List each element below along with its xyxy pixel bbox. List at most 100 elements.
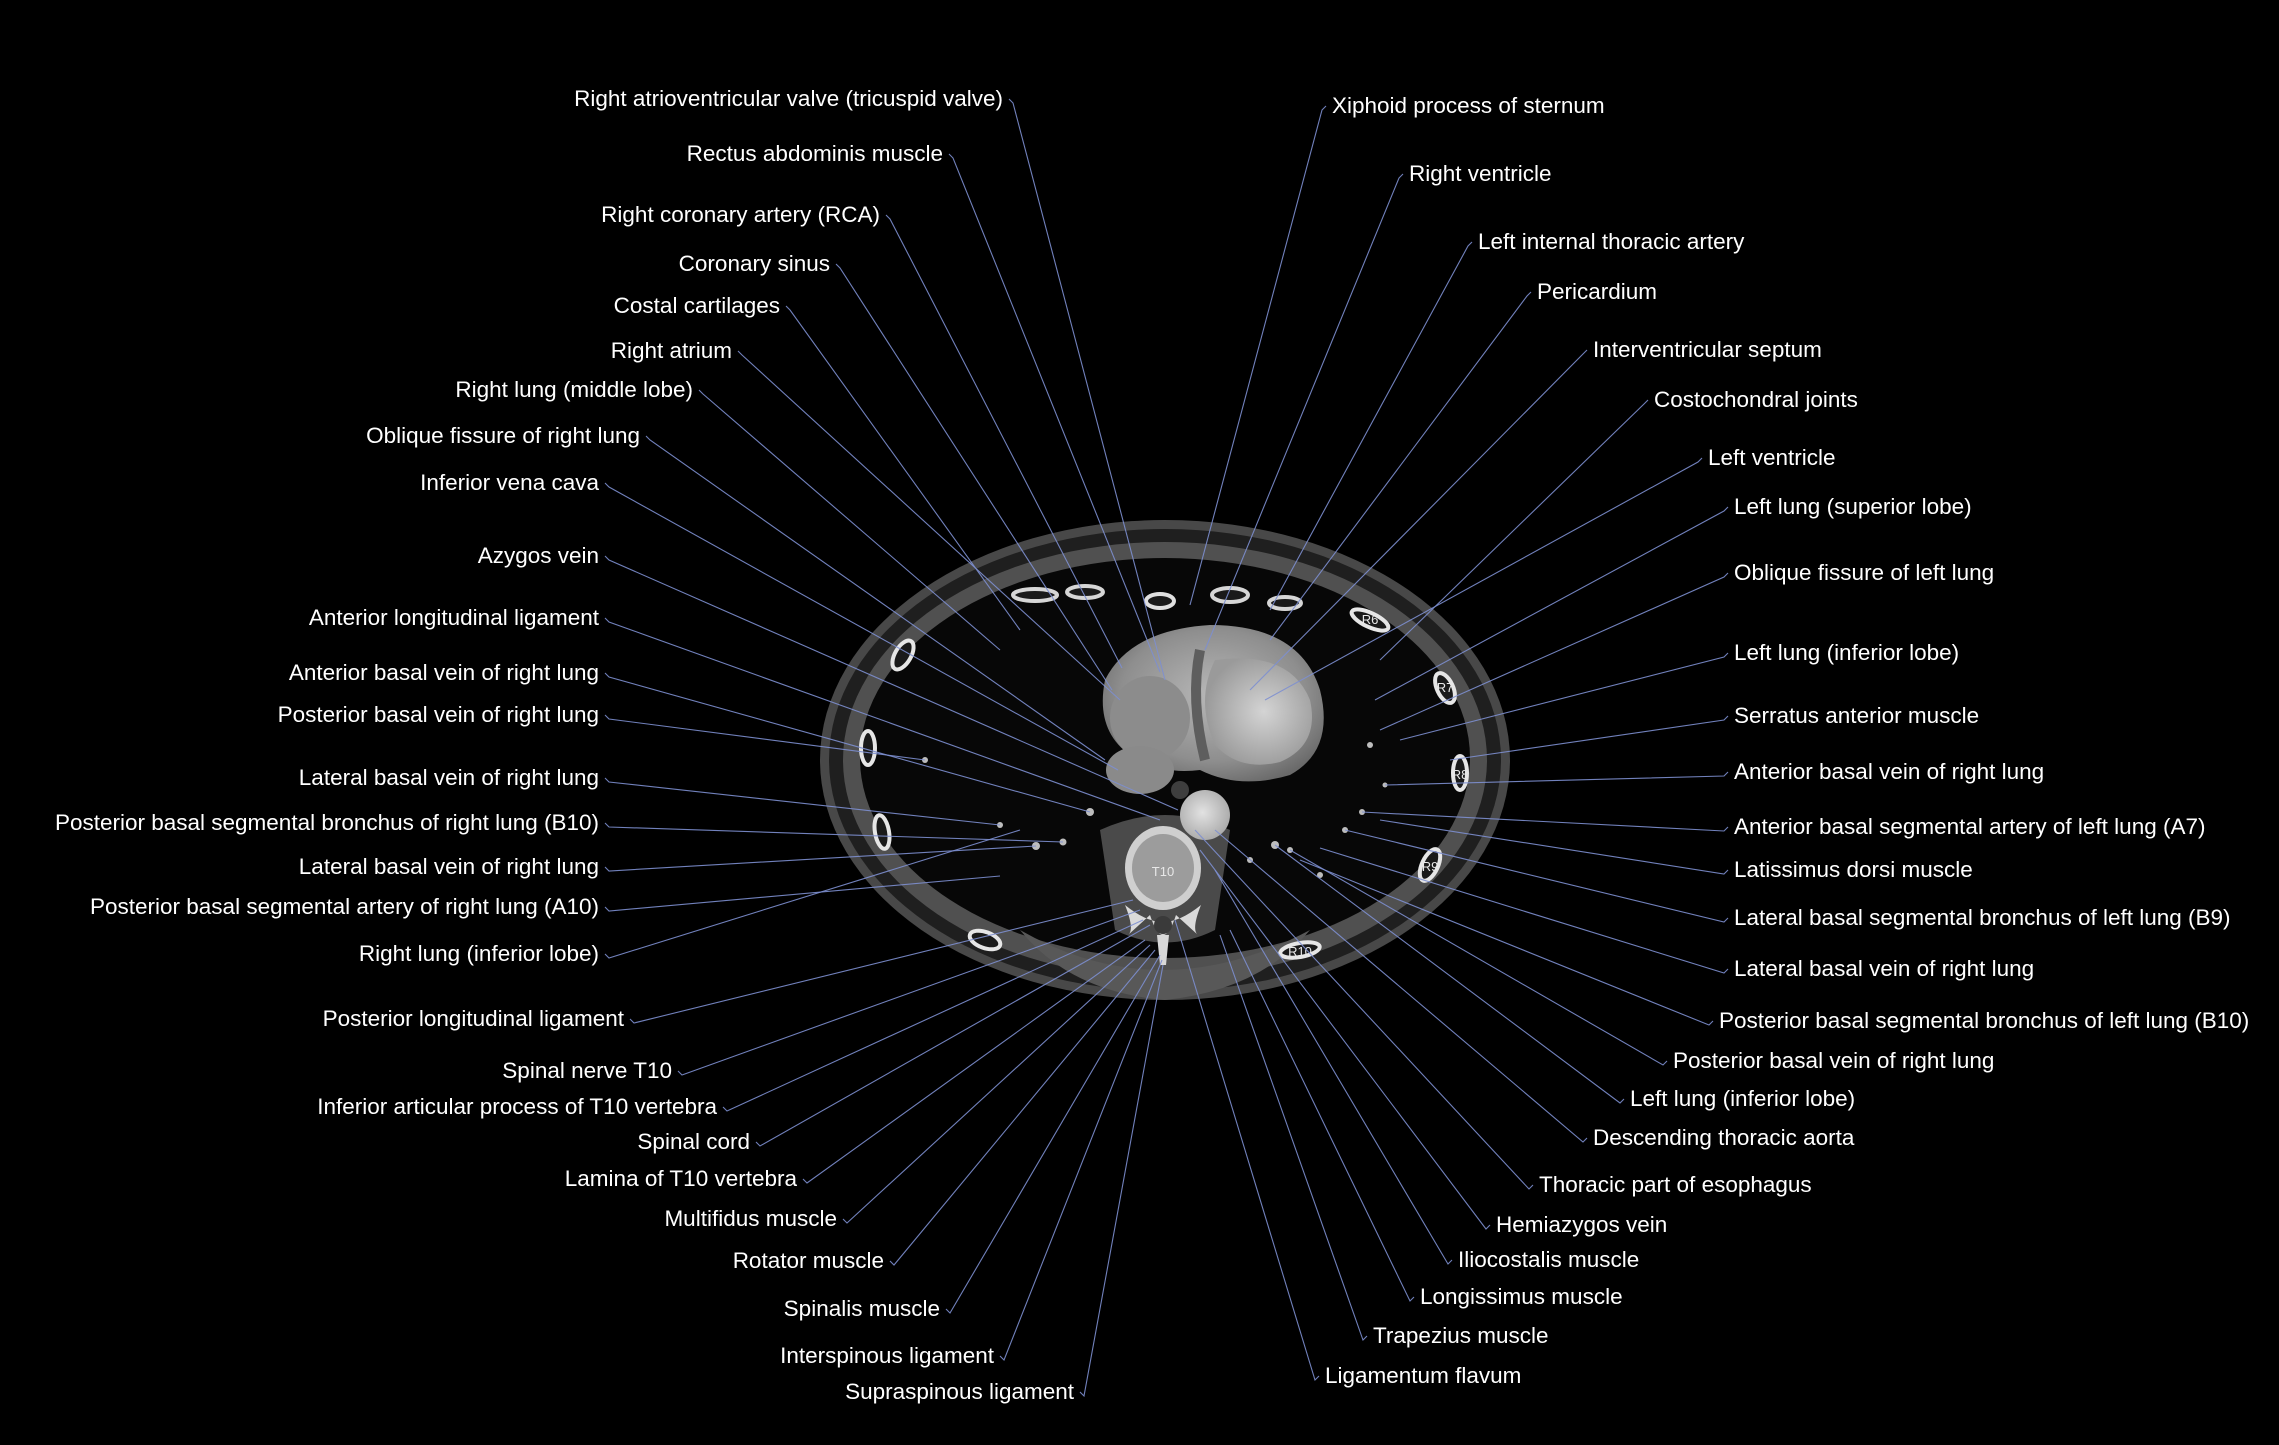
label-anterior-basal-vein-of-right-lung: Anterior basal vein of right lung (1734, 759, 2044, 784)
leader-line (1174, 919, 1320, 1382)
rib-r9 (1417, 847, 1443, 883)
leader-line (755, 924, 1151, 1147)
label-spinal-cord: Spinal cord (637, 1129, 750, 1154)
leader-line (1319, 847, 1729, 974)
label-inferior-articular-process-of-t10-vertebra: Inferior articular process of T10 verteb… (317, 1094, 717, 1119)
label-posterior-basal-segmental-bronchus-of-right-lung-b10: Posterior basal segmental bronchus of ri… (55, 810, 599, 835)
leader-line (604, 672, 1091, 813)
leader-line (1189, 105, 1327, 606)
leader-line (737, 350, 1121, 701)
costal-cartilage-2 (1065, 584, 1105, 600)
label-lateral-basal-vein-of-right-lung: Lateral basal vein of right lung (299, 854, 599, 879)
label-trapezius-muscle: Trapezius muscle (1373, 1323, 1548, 1348)
label-rectus-abdominis-muscle: Rectus abdominis muscle (687, 141, 943, 166)
costal-cartilage-1 (1011, 587, 1059, 603)
leader-line (842, 944, 1151, 1224)
vertebra-label-r8: R8 (1452, 767, 1469, 782)
leader-line (698, 389, 1001, 651)
label-interventricular-septum: Interventricular septum (1593, 337, 1822, 362)
leader-line (945, 954, 1161, 1314)
vertebra-label-t10: T10 (1152, 864, 1174, 879)
label-right-ventricle: Right ventricle (1409, 161, 1552, 186)
leader-line (1449, 715, 1729, 761)
ct-axial-slice (820, 520, 1510, 1000)
label-latissimus-dorsi-muscle: Latissimus dorsi muscle (1734, 857, 1973, 882)
vertebra-label-r7: R7 (1437, 680, 1454, 695)
label-lateral-basal-vein-of-right-lung: Lateral basal vein of right lung (299, 765, 599, 790)
paraspinal-muscles (1020, 930, 1310, 1000)
label-multifidus-muscle: Multifidus muscle (664, 1206, 837, 1231)
leader-line (604, 482, 1119, 771)
label-left-lung-inferior-lobe: Left lung (inferior lobe) (1734, 640, 1959, 665)
label-posterior-basal-vein-of-right-lung: Posterior basal vein of right lung (278, 702, 599, 727)
label-posterior-basal-segmental-artery-of-right-lung-a10: Posterior basal segmental artery of righ… (90, 894, 599, 919)
leader-line (1214, 869, 1453, 1265)
leader-line (645, 435, 1106, 761)
vertebra-label-r9: R9 (1422, 859, 1439, 874)
leader-line (604, 829, 1021, 959)
leader-line (1079, 964, 1164, 1398)
leader-line (1264, 457, 1703, 701)
label-iliocostalis-muscle: Iliocostalis muscle (1458, 1247, 1639, 1272)
leader-line (1204, 173, 1404, 651)
leader-line (1379, 819, 1729, 875)
label-right-lung-inferior-lobe: Right lung (inferior lobe) (359, 941, 599, 966)
rib-r6 (1349, 607, 1391, 633)
label-lamina-of-t10-vertebra: Lamina of T10 vertebra (565, 1166, 798, 1191)
leader-line (1269, 241, 1473, 611)
leader-line (1289, 849, 1668, 1066)
spinal-canal (1154, 916, 1172, 934)
label-supraspinous-ligament: Supraspinous ligament (845, 1379, 1075, 1404)
label-left-lung-inferior-lobe: Left lung (inferior lobe) (1630, 1086, 1855, 1111)
leader-line (835, 263, 1113, 691)
label-posterior-longitudinal-ligament: Posterior longitudinal ligament (323, 1006, 625, 1031)
label-xiphoid-process-of-sternum: Xiphoid process of sternum (1332, 93, 1605, 118)
leader-line (1384, 771, 1729, 786)
leader-line (604, 714, 926, 761)
leader-line (889, 949, 1156, 1266)
label-serratus-anterior-muscle: Serratus anterior muscle (1734, 703, 1979, 728)
left-ventricle-shape (1205, 658, 1312, 765)
label-lateral-basal-segmental-bronchus-of-left-lung-b9: Lateral basal segmental bronchus of left… (1734, 905, 2231, 930)
leader-line (604, 777, 1001, 826)
label-coronary-sinus: Coronary sinus (679, 251, 830, 276)
leader-line (948, 153, 1161, 673)
label-left-ventricle: Left ventricle (1708, 445, 1836, 470)
label-costochondral-joints: Costochondral joints (1654, 387, 1858, 412)
leader-line (1399, 652, 1729, 741)
leader-line (604, 617, 1161, 821)
label-inferior-vena-cava: Inferior vena cava (420, 470, 599, 495)
leader-line (802, 939, 1146, 1184)
leader-lines (604, 98, 1729, 1398)
esophagus-shape (1171, 781, 1189, 799)
leader-line (1274, 844, 1625, 1104)
leader-line (1194, 829, 1534, 1190)
leader-line (1379, 399, 1649, 661)
label-left-internal-thoracic-artery: Left internal thoracic artery (1478, 229, 1745, 254)
label-posterior-basal-vein-of-right-lung: Posterior basal vein of right lung (1673, 1048, 1994, 1073)
aorta-shape (1180, 790, 1230, 840)
leader-line (1269, 291, 1532, 641)
leader-line (1008, 98, 1166, 681)
label-descending-thoracic-aorta: Descending thoracic aorta (1593, 1125, 1855, 1150)
leader-line (1214, 829, 1588, 1143)
leader-line (604, 822, 1064, 843)
leader-line (1219, 934, 1368, 1342)
leader-line (1374, 506, 1729, 701)
leader-line (785, 305, 1021, 631)
label-pericardium: Pericardium (1537, 279, 1657, 304)
vertebra-label-r10: R10 (1288, 944, 1312, 959)
label-hemiazygos-vein: Hemiazygos vein (1496, 1212, 1667, 1237)
leader-line (1344, 829, 1729, 923)
leader-line (604, 555, 1179, 811)
leader-line (629, 899, 1134, 1024)
rib-right-posterior (967, 928, 1003, 952)
label-anterior-basal-vein-of-right-lung: Anterior basal vein of right lung (289, 660, 599, 685)
label-rotator-muscle: Rotator muscle (733, 1248, 884, 1273)
leader-line (1361, 811, 1729, 832)
label-costal-cartilages: Costal cartilages (614, 293, 780, 318)
label-anterior-longitudinal-ligament: Anterior longitudinal ligament (309, 605, 600, 630)
